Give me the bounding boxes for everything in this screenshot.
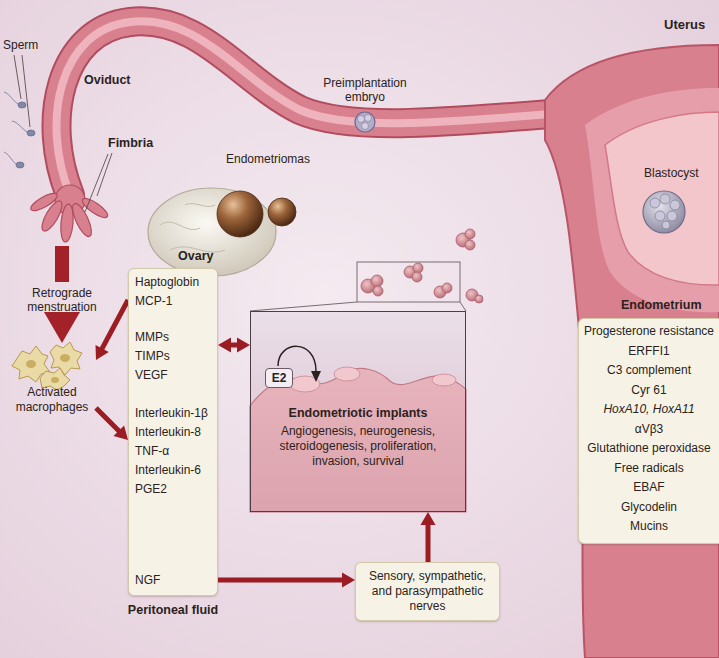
arrow-head: [96, 345, 109, 360]
oviduct-tube: [57, 21, 576, 195]
flow-arrow: [218, 338, 250, 353]
node-text: Interleukin-1β: [135, 404, 211, 423]
uterus: [545, 45, 719, 658]
arrow-shaft: [96, 408, 121, 433]
node-text: MCP-1: [135, 292, 211, 311]
blastocyst: [643, 191, 685, 233]
node-text: C3 complement: [583, 361, 715, 381]
arrow-head: [218, 338, 231, 353]
flow-arrow: [96, 300, 129, 360]
ovary: [148, 188, 296, 276]
node-text: Progesterone resistance: [583, 322, 715, 342]
part-label: Oviduct: [84, 73, 131, 87]
node-text: PGE2: [135, 480, 211, 499]
node-text: HoxA10, HoxA11: [583, 400, 715, 420]
node-text: ERFFI1: [583, 342, 715, 362]
factor-list-box: Progesterone resistanceERFFI1C3 compleme…: [578, 318, 719, 544]
flow-arrow: [421, 512, 436, 562]
embryo: [355, 112, 375, 132]
part-label: Blastocyst: [644, 166, 699, 180]
arrow-shaft: [426, 522, 431, 562]
arrow-head: [421, 512, 436, 525]
node-text: Free radicals: [583, 459, 715, 479]
node-text: αVβ3: [583, 420, 715, 440]
macrophage-figure: Activated macrophages: [8, 345, 96, 415]
nerve-box: Sensory, sympathetic, and parasympatheti…: [355, 562, 500, 621]
arrow-shaft: [101, 300, 128, 351]
node-text: NGF: [135, 571, 211, 590]
node-text: TNF-α: [135, 442, 211, 461]
arrow-head: [342, 573, 355, 588]
part-label: Ovary: [178, 249, 213, 263]
box-heading: Peritoneal fluid: [128, 603, 218, 618]
arrow-head: [114, 426, 128, 440]
node-text: TIMPs: [135, 347, 211, 366]
node-text: Sensory, sympathetic, and parasympatheti…: [364, 569, 491, 614]
part-label: Endometrium: [621, 298, 702, 312]
node-text: Activated macrophages: [8, 385, 96, 415]
part-label: Preimplantation embryo: [315, 76, 415, 104]
part-label: Retrograde menstruation: [14, 286, 110, 314]
factor-list-box: HaptoglobinMCP-1MMPsTIMPsVEGF Interleukin…: [128, 268, 218, 596]
sperm-cells: [4, 92, 35, 168]
arrow-shaft: [218, 578, 345, 583]
part-label: Endometriomas: [226, 152, 310, 166]
node-text: Interleukin-6: [135, 461, 211, 480]
peritoneal-implants: [250, 229, 483, 311]
node-text: EBAF: [583, 478, 715, 498]
part-label: Uterus: [664, 18, 705, 32]
flow-arrow: [96, 408, 128, 440]
node-text: Mucins: [583, 517, 715, 537]
node-text: MMPs: [135, 328, 211, 347]
implant-inset: E2Endometriotic implantsAngiogenesis, ne…: [250, 311, 466, 512]
part-label: Fimbria: [108, 136, 153, 150]
node-text: E2: [265, 368, 293, 388]
arrow-head: [237, 338, 250, 353]
node-text: Endometriotic implants: [251, 405, 465, 421]
node-text: Glutathione peroxidase: [583, 439, 715, 459]
node-text: Haptoglobin: [135, 273, 211, 292]
node-text: Interleukin-8: [135, 423, 211, 442]
implant-inset-art: [250, 311, 466, 512]
node-text: VEGF: [135, 366, 211, 385]
part-label: Sperm: [3, 38, 38, 52]
macrophage-cells: [12, 342, 82, 390]
node-text: Glycodelin: [583, 498, 715, 518]
node-text: Cyr 61: [583, 381, 715, 401]
flow-arrow: [218, 573, 355, 588]
node-text: Angiogenesis, neurogenesis, steroidogene…: [269, 424, 447, 469]
